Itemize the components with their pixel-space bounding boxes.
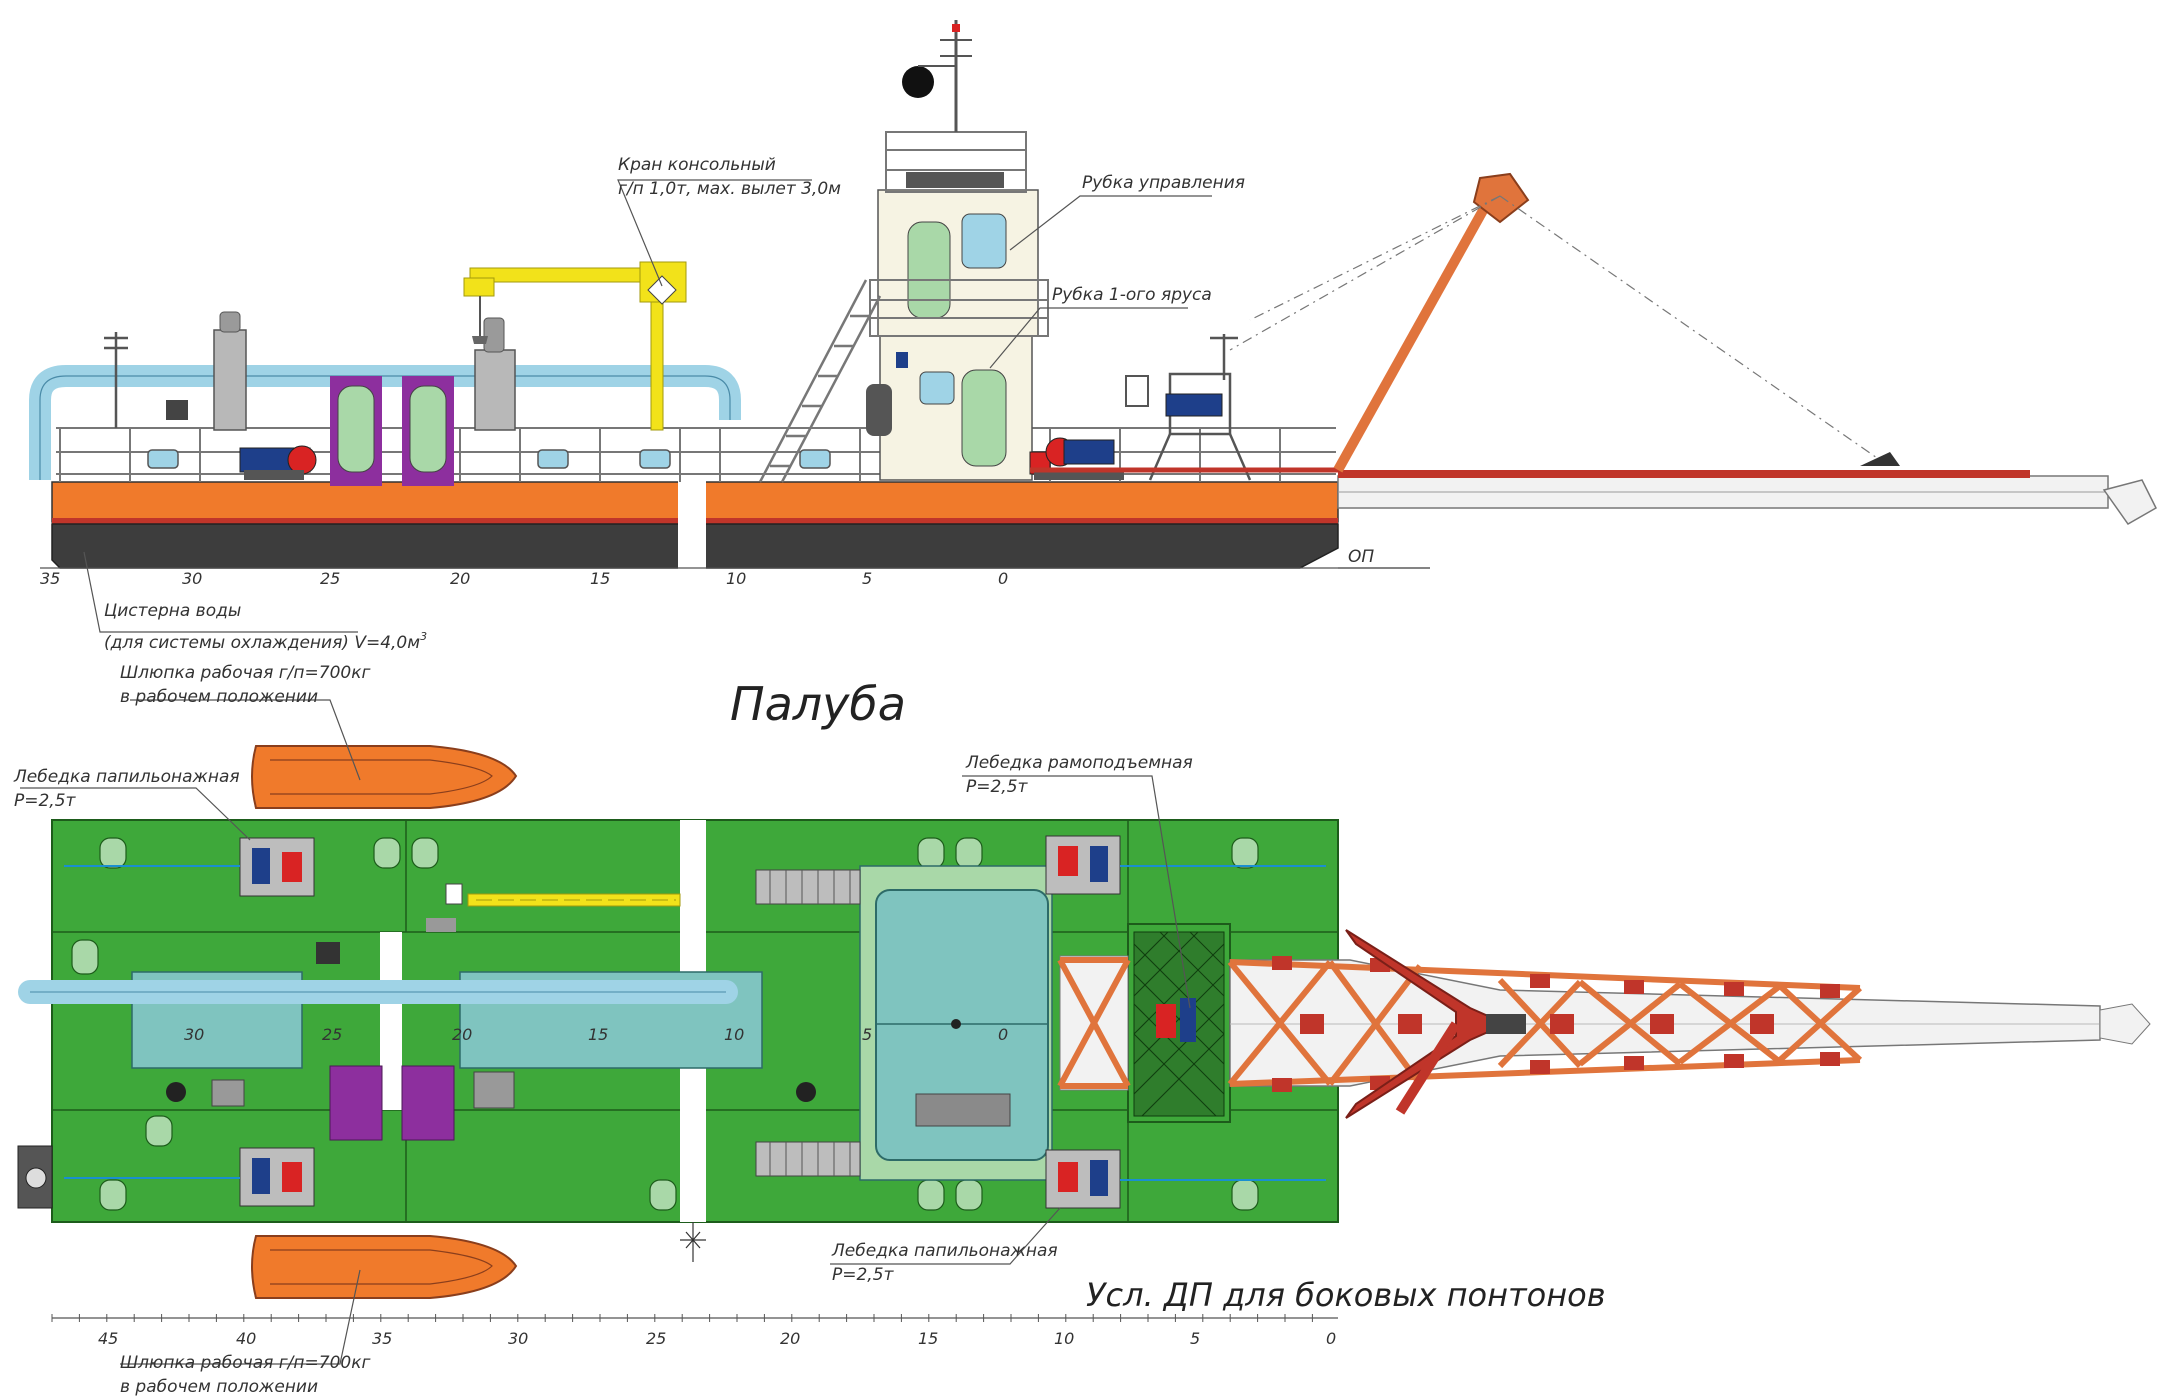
boat-top-label-2: в рабочем положении: [120, 687, 318, 707]
purple-hatch-2: [401, 1065, 455, 1141]
cooling-pipe-outline: [39, 375, 731, 480]
boat-bottom-label-1: Шлюпка рабочая г/п=700кг: [120, 1353, 370, 1373]
plan-frame-0: 0: [998, 1025, 1008, 1044]
side-view: Кран консольный г/п 1,0т, мах. вылет 3,0…: [29, 20, 2157, 653]
engine-unit: [239, 445, 317, 480]
bottom-scale-10: 10: [1054, 1329, 1074, 1348]
bottom-scale: 45 40 35 30 25 20 15 10 5 0: [51, 1314, 1338, 1348]
boat-bottom-label-2: в рабочем положении: [120, 1377, 318, 1397]
wheelhouse-structure: [866, 131, 1049, 481]
deck-manholes: [71, 837, 1259, 1211]
plan-frame-10: 10: [724, 1025, 744, 1044]
plan-frame-numbers: 30 25 20 15 10 5 0: [184, 1025, 1008, 1044]
winch-ladder-label-1: Лебедка рамоподъемная: [965, 753, 1193, 773]
stairs-plan: [755, 869, 861, 1177]
winch-ladder-label-2: P=2,5т: [966, 777, 1029, 797]
hull-gap: [678, 478, 706, 570]
tank-label-2: (для системы охлаждения) V=4,0м3: [104, 630, 427, 653]
deckhouse-label: Рубка 1-ого яруса: [1052, 285, 1212, 305]
crane-plan: [445, 883, 681, 907]
side-frame-25: 25: [320, 569, 340, 588]
bottom-scale-15: 15: [918, 1329, 938, 1348]
side-frame-20: 20: [450, 569, 470, 588]
bow-winch-side: [1029, 437, 1124, 480]
side-frame-15: 15: [590, 569, 610, 588]
bottom-scale-ticks: [51, 1314, 1313, 1322]
main-mast: [902, 20, 972, 132]
plan-frame-15: 15: [588, 1025, 608, 1044]
side-frame-10: 10: [726, 569, 746, 588]
plan-view: 30 25 20 15 10 5 0 Шлюпка рабочая г/п=70…: [13, 663, 2151, 1397]
aft-fitting: [17, 1145, 53, 1209]
winch-ladder-leader: [962, 775, 1191, 1009]
wheelhouse-label: Рубка управления: [1082, 173, 1245, 193]
vent-box: [166, 400, 188, 420]
bottom-scale-20: 20: [780, 1329, 800, 1348]
wheelhouse-leader: [1009, 195, 1212, 251]
ladder-grating-lines: [1133, 931, 1225, 1117]
winch-bottom-label-2: P=2,5т: [832, 1265, 895, 1285]
suction-ladder-plan: [1057, 929, 2151, 1119]
deck-title: Палуба: [730, 677, 906, 731]
engine-door-1: [330, 376, 382, 486]
boat-top-leader: [130, 699, 361, 781]
side-frame-35: 35: [40, 569, 60, 588]
suction-ladder-side: [1229, 172, 2157, 525]
wheelhouse-plan: [859, 865, 1053, 1181]
winch-left-leader: [20, 787, 251, 841]
bottom-scale-45: 45: [98, 1329, 118, 1348]
side-pontoon-note: Усл. ДП для боковых понтонов: [1086, 1276, 1606, 1314]
work-boat-top: [251, 745, 518, 809]
engine-door-2: [402, 376, 454, 486]
bottom-scale-35: 35: [372, 1329, 392, 1348]
side-frame-5: 5: [862, 569, 872, 588]
ladder-winch-plan: [1156, 998, 1196, 1042]
winch-plan-fwd-top: [1045, 835, 1121, 895]
console-crane: [463, 261, 687, 431]
bottom-scale-40: 40: [236, 1329, 256, 1348]
boat-top-label-1: Шлюпка рабочая г/п=700кг: [120, 663, 370, 683]
crane-label-2: г/п 1,0т, мах. вылет 3,0м: [618, 179, 841, 199]
deck-joint-gap-2: [380, 932, 402, 1110]
bottom-scale-25: 25: [646, 1329, 666, 1348]
centerline-marks: [680, 1222, 706, 1262]
side-frame-numbers: 35 30 25 20 15 10 5 0: [40, 569, 1008, 588]
plan-frame-20: 20: [452, 1025, 472, 1044]
baseline-label: ОП: [1348, 547, 1374, 567]
stairs-treads: [769, 870, 851, 1176]
winch-left-label-1: Лебедка папильонажная: [13, 767, 240, 787]
plan-frame-30: 30: [184, 1025, 204, 1044]
gantry-winch: [1125, 375, 1223, 417]
work-boat-bottom: [251, 1235, 518, 1299]
deckhouse-leader: [989, 307, 1188, 369]
aft-mast: [104, 332, 128, 428]
winch-plan-aft-bottom: [239, 1147, 315, 1207]
winch-cables: [64, 865, 1326, 1181]
tank-leader: [83, 551, 358, 633]
plan-frame-5: 5: [862, 1025, 872, 1044]
deck-fittings: [166, 918, 816, 1109]
winch-plan-fwd-bottom: [1045, 1149, 1121, 1209]
tank-label-1: Цистерна воды: [104, 601, 241, 621]
deck-portholes: [147, 449, 831, 469]
bottom-scale-5: 5: [1190, 1329, 1200, 1348]
plan-frame-25: 25: [322, 1025, 342, 1044]
side-frame-0: 0: [998, 569, 1008, 588]
winch-left-label-2: P=2,5т: [14, 791, 77, 811]
purple-hatch-1: [329, 1065, 383, 1141]
exhaust-stack-2: [474, 317, 516, 431]
bottom-scale-30: 30: [508, 1329, 528, 1348]
exhaust-stack-1: [213, 311, 247, 431]
deckhouse-stair: [758, 279, 882, 483]
boat-bottom-leader: [120, 1269, 361, 1365]
crane-leader: [617, 179, 812, 287]
winch-bottom-label-1: Лебедка папильонажная: [831, 1241, 1058, 1261]
crane-label-1: Кран консольный: [618, 155, 776, 175]
ladder-grating: [1133, 931, 1225, 1117]
winch-plan-aft-top: [239, 837, 315, 897]
winch-bottom-leader: [830, 1207, 1061, 1265]
side-frame-30: 30: [182, 569, 202, 588]
bottom-scale-0: 0: [1326, 1329, 1336, 1348]
